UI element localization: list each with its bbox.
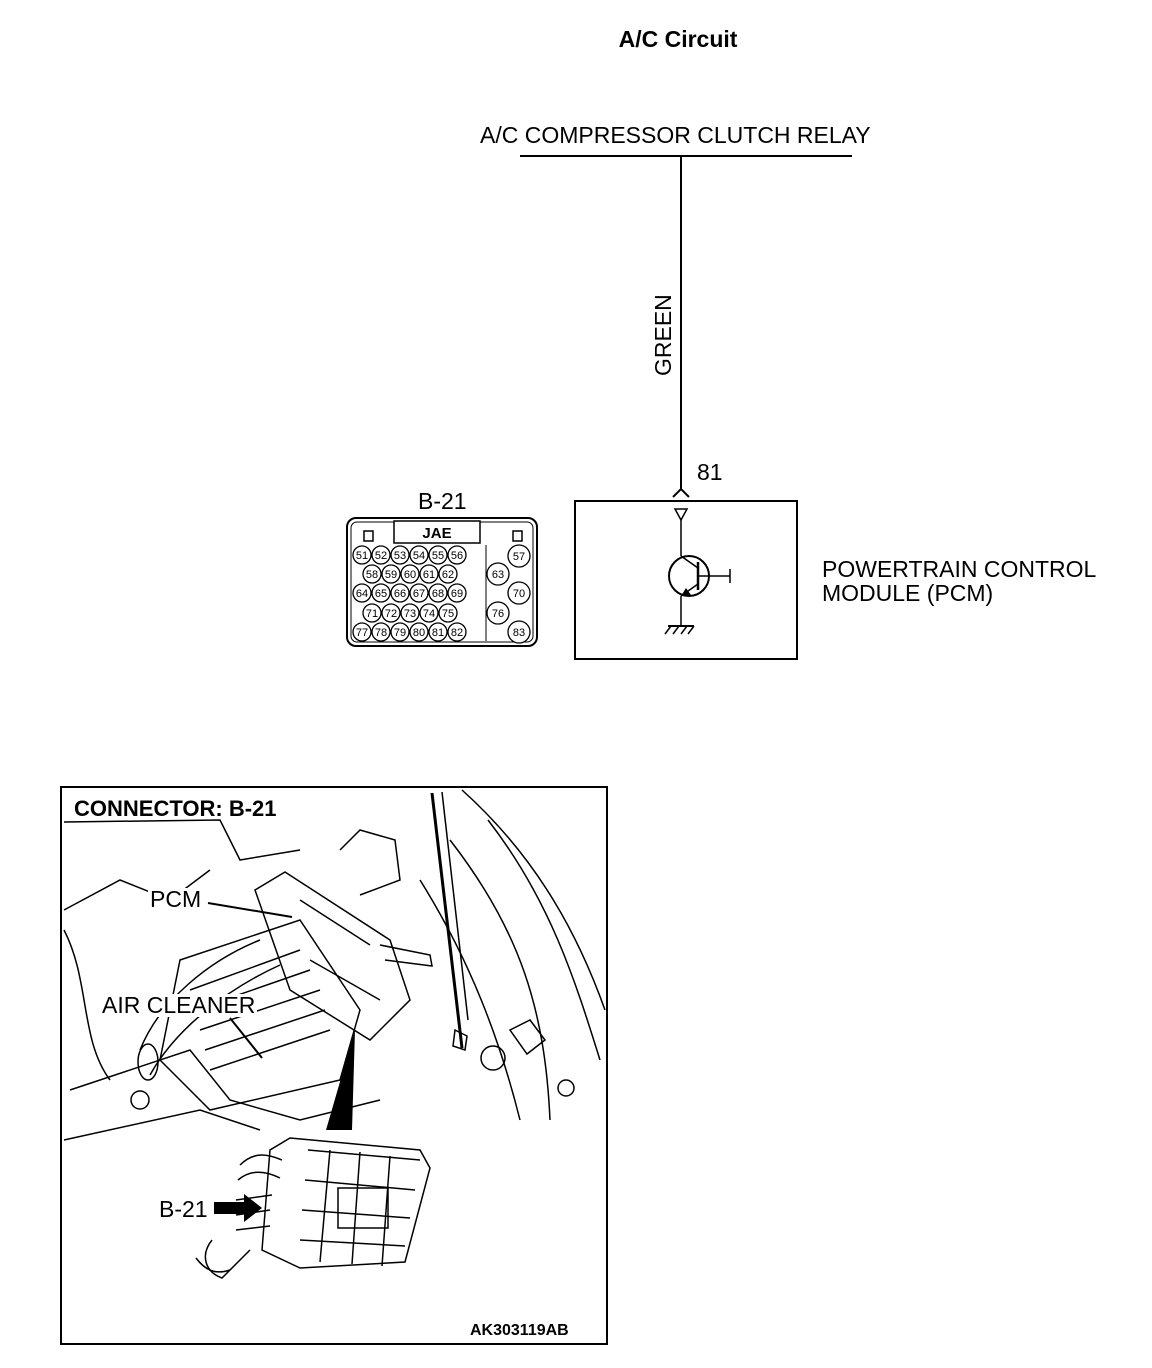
diagram-title: A/C Circuit (618, 26, 738, 52)
connector-side-pin-label: 83 (513, 627, 525, 639)
connector-pin-label: 66 (394, 588, 406, 600)
connector-pin (409, 622, 429, 642)
connector-pin-label: 80 (413, 627, 425, 639)
connector-side-pin (507, 581, 531, 605)
connector-side-pin (486, 601, 510, 625)
terminal-triangle (673, 508, 689, 522)
connector-pin-label: 71 (366, 608, 378, 620)
connector-pin-label: 52 (375, 550, 387, 562)
connector-pin-label: 51 (356, 550, 368, 562)
connector-pin-label: 79 (394, 627, 406, 639)
connector-pin (447, 545, 467, 565)
pcm-closeup-illustration (195, 1137, 431, 1279)
connector-side-pin-label: 70 (513, 588, 525, 600)
connector-pin-label: 67 (413, 588, 425, 600)
connector-pin (419, 603, 439, 623)
connector-pin-label: 69 (451, 588, 463, 600)
photo-heading: CONNECTOR: B-21 (74, 796, 277, 821)
connector-pin-label: 62 (442, 569, 454, 581)
engine-bay-illustration (63, 789, 606, 1141)
connector-pin (428, 583, 448, 603)
connector-pin (390, 545, 410, 565)
connector-pin-label: 54 (413, 550, 425, 562)
connector-side-pin-label: 57 (513, 551, 525, 563)
connector-pin (400, 564, 420, 584)
photo-callout-connector: B-21 (157, 1196, 210, 1222)
photo-frame (60, 786, 608, 1345)
connector-pin-label: 58 (366, 569, 378, 581)
connector-side-pin (486, 562, 510, 586)
connector-pin (381, 603, 401, 623)
connector-pin (419, 564, 439, 584)
connector-pin (390, 622, 410, 642)
connector-pin-layer: 51 52 53 54 55 56 58 59 60 61 62 64 65 66 67 68 69 71 72 73… (352, 544, 531, 644)
connector-pin-label: 53 (394, 550, 406, 562)
connector-pin (371, 545, 391, 565)
connector-pin (447, 583, 467, 603)
connector-pin (390, 583, 410, 603)
connector-pin (409, 583, 429, 603)
pcm-box (574, 500, 798, 660)
photo-callout-pcm: PCM (148, 886, 204, 912)
connector-name-label: B-21 (418, 488, 467, 514)
connector-pin (381, 564, 401, 584)
connector-pin (428, 622, 448, 642)
connector-pin-label: 72 (385, 608, 397, 620)
air-cleaner-callout-line (229, 1017, 263, 1059)
connector-pin (447, 622, 467, 642)
connector-pin-label: 59 (385, 569, 397, 581)
wire-color-label: GREEN (650, 294, 676, 376)
connector-side-pin (507, 544, 531, 568)
connector-pin (428, 545, 448, 565)
connector-pin (352, 622, 372, 642)
connector-pin (438, 603, 458, 623)
connector-b21-face: 51 52 53 54 55 56 58 59 60 61 62 64 65 66 67 68 69 71 72 73… (346, 517, 538, 647)
connector-pin-label: 65 (375, 588, 387, 600)
connector-maker-label: JAE (422, 525, 452, 542)
connector-pin (362, 603, 382, 623)
connector-pin-label: 82 (451, 627, 463, 639)
connector-pin (352, 545, 372, 565)
connector-pin-label: 56 (451, 550, 463, 562)
connector-pin-label: 77 (356, 627, 368, 639)
connector-pin-label: 78 (375, 627, 387, 639)
pointer-wedge (326, 1030, 355, 1130)
connector-pin (371, 583, 391, 603)
connector-side-pin (507, 620, 531, 644)
pin-number-label: 81 (697, 459, 723, 485)
connector-side-pin-label: 63 (492, 569, 504, 581)
connector-pin-label: 73 (404, 608, 416, 620)
connector-pin-label: 55 (432, 550, 444, 562)
connector-pin (438, 564, 458, 584)
connector-chevron (672, 487, 690, 498)
b21-arrow (214, 1194, 262, 1222)
connector-pin (400, 603, 420, 623)
connector-pin-label: 74 (423, 608, 435, 620)
relay-label: A/C COMPRESSOR CLUTCH RELAY (480, 122, 871, 148)
connector-side-pin-label: 76 (492, 608, 504, 620)
connector-pin-label: 60 (404, 569, 416, 581)
connector-pin (352, 583, 372, 603)
figure-id: AK303119AB (470, 1322, 569, 1339)
photo-callout-air-cleaner: AIR CLEANER (100, 992, 258, 1018)
connector-pin (362, 564, 382, 584)
connector-pin-label: 68 (432, 588, 444, 600)
connector-pin-label: 81 (432, 627, 444, 639)
connector-pin-label: 61 (423, 569, 435, 581)
connector-pin (371, 622, 391, 642)
connector-pin (409, 545, 429, 565)
pcm-callout-line (207, 902, 293, 918)
pcm-label-line1: POWERTRAIN CONTROL (822, 556, 1097, 582)
pcm-label-line2: MODULE (PCM) (822, 580, 994, 606)
connector-pin-label: 75 (442, 608, 454, 620)
connector-pin-label: 64 (356, 588, 368, 600)
